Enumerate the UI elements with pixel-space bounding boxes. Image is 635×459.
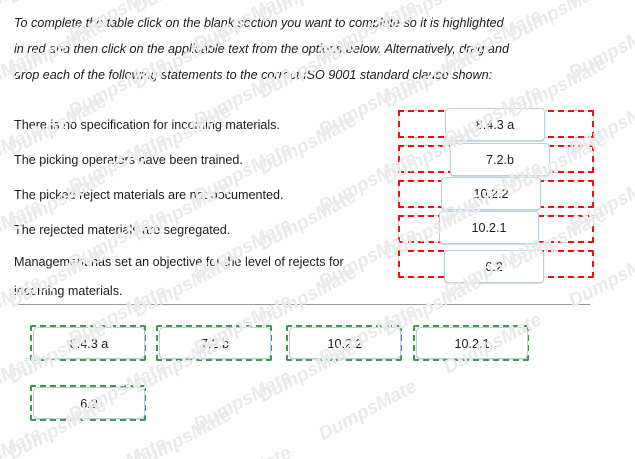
instruction-text: To complete the table click on the blank… (14, 10, 620, 88)
statement-row: The rejected materials are segregated. (14, 223, 231, 237)
answer-option-token[interactable]: 6.2 (33, 387, 145, 419)
placed-answer-chip[interactable]: 8.4.3 a (445, 108, 545, 141)
answer-option-token[interactable]: 10.2.2 (289, 327, 401, 359)
answer-option-token[interactable]: 8.4.3 a (33, 327, 145, 359)
statement-list: There is no specification for incoming m… (14, 108, 394, 306)
statement-row: There is no specification for incoming m… (14, 118, 280, 132)
instruction-line-2: in red and then click on the applicable … (14, 42, 509, 56)
answer-option-token[interactable]: 10.2.1 (416, 327, 528, 359)
statement-row: The picked reject materials are not docu… (14, 188, 284, 202)
statement-row: The picking operators have been trained. (14, 153, 243, 167)
statement-row: Management has set an objective for the … (14, 255, 344, 298)
placed-answer-chip[interactable]: 10.2.1 (439, 211, 539, 244)
placed-answer-chip[interactable]: 10.2.2 (441, 177, 541, 210)
instruction-line-3: drop each of the following statements to… (14, 68, 493, 82)
placed-answer-chip[interactable]: 7.2.b (450, 143, 550, 176)
answer-option-token[interactable]: 7.2.b (159, 327, 271, 359)
instruction-line-1: To complete the table click on the blank… (14, 16, 504, 30)
section-divider (12, 304, 590, 305)
placed-answer-chip[interactable]: 6.2 (444, 250, 544, 283)
